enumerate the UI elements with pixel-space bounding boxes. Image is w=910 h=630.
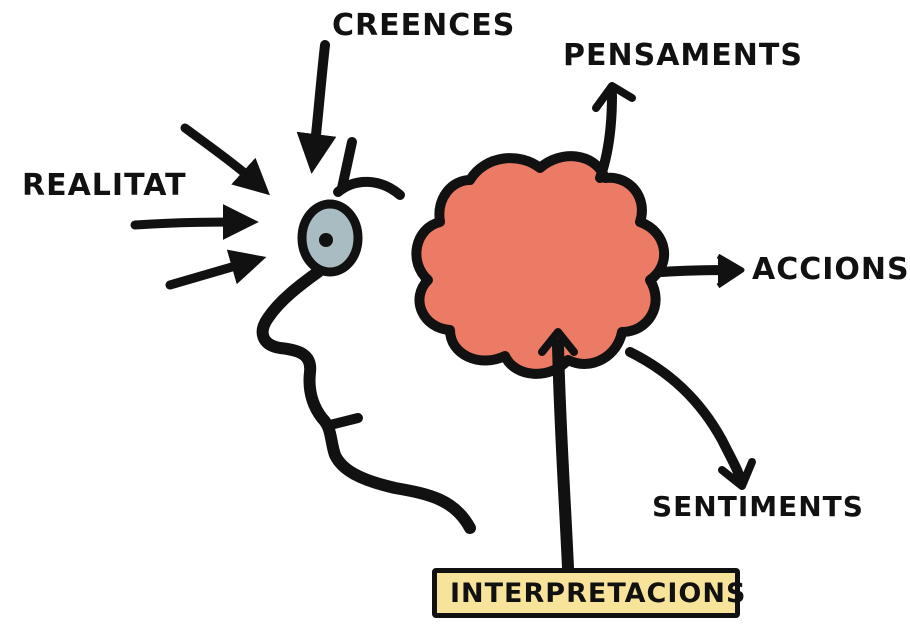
label-sentiments: SENTIMENTS [652, 490, 864, 523]
interpretacions-arrow [552, 339, 574, 574]
mouth-line [325, 413, 363, 430]
label-realitat: REALITAT [22, 168, 187, 203]
realitat-arrow-bottom [165, 249, 267, 290]
accions-arrowhead [716, 253, 745, 289]
label-pensaments: PENSAMENTS [563, 38, 803, 73]
label-accions: ACCIONS [752, 252, 910, 287]
brain-cloud-icon [411, 151, 670, 379]
label-interpretacions: INTERPRETACIONS [450, 578, 747, 609]
realitat-arrow-middle [130, 204, 259, 241]
creences-arrow [296, 40, 337, 174]
realitat-arrow-top [180, 123, 270, 196]
sentiments-arrowhead [718, 458, 756, 490]
head-profile-icon [256, 266, 476, 534]
interpretacions-arrowhead [538, 328, 578, 356]
label-creences: CREENCES [332, 8, 516, 43]
pensaments-arrow [595, 90, 617, 183]
interpretacions-box [432, 568, 740, 618]
eye-icon [297, 199, 363, 277]
pensaments-arrowhead [592, 82, 636, 112]
eyelash [337, 137, 357, 193]
sentiments-arrow [625, 347, 745, 483]
